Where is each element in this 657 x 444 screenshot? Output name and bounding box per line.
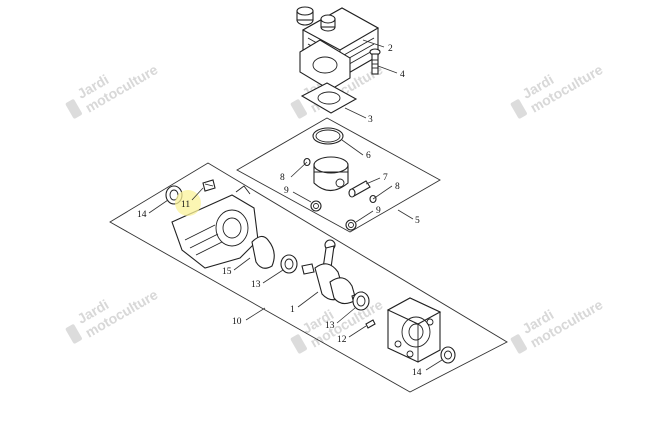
watermark-logo: Jardi motoculture bbox=[510, 61, 606, 119]
piston-pin[interactable] bbox=[348, 180, 371, 198]
callout-8-right[interactable]: 8 bbox=[395, 182, 400, 192]
piston-group-frame bbox=[236, 117, 441, 233]
piston[interactable] bbox=[313, 156, 349, 192]
callout-5[interactable]: 5 bbox=[415, 216, 420, 226]
needle-bearing-left[interactable] bbox=[310, 200, 322, 212]
bearing-right[interactable] bbox=[352, 291, 370, 311]
crankshaft[interactable] bbox=[301, 239, 365, 305]
callouts: 2 4 3 6 7 8 8 9 9 5 14 11 15 13 1 10 13 … bbox=[137, 44, 422, 378]
cylinder[interactable] bbox=[296, 6, 380, 91]
oil-seal-right[interactable] bbox=[440, 346, 456, 364]
callout-3[interactable]: 3 bbox=[368, 115, 373, 125]
crankcase-gasket[interactable] bbox=[251, 235, 275, 269]
callout-11[interactable]: 11 bbox=[181, 200, 190, 210]
callout-14-right[interactable]: 14 bbox=[412, 368, 422, 378]
crankcase-group-frame bbox=[109, 162, 508, 393]
bearing-left[interactable] bbox=[280, 254, 298, 274]
callout-8-left[interactable]: 8 bbox=[280, 173, 285, 183]
cylinder-bolt[interactable] bbox=[369, 48, 381, 75]
cylinder-gasket[interactable] bbox=[300, 82, 358, 114]
crankcase-bolt[interactable] bbox=[202, 179, 216, 192]
callout-10[interactable]: 10 bbox=[232, 317, 242, 327]
leader-lines bbox=[148, 39, 443, 371]
crankcase-right[interactable] bbox=[386, 297, 442, 363]
watermark-logo: Jardi motoculture bbox=[65, 61, 161, 119]
callout-2[interactable]: 2 bbox=[388, 44, 393, 54]
callout-highlight bbox=[175, 190, 201, 216]
callout-12[interactable]: 12 bbox=[337, 335, 347, 345]
callout-14-left[interactable]: 14 bbox=[137, 210, 147, 220]
callout-15[interactable]: 15 bbox=[222, 267, 232, 277]
callout-13-right[interactable]: 13 bbox=[325, 321, 335, 331]
piston-ring[interactable] bbox=[312, 127, 344, 145]
callout-9-left[interactable]: 9 bbox=[284, 186, 289, 196]
callout-7[interactable]: 7 bbox=[383, 173, 388, 183]
callout-1[interactable]: 1 bbox=[290, 305, 295, 315]
callout-6[interactable]: 6 bbox=[366, 151, 371, 161]
callout-13-left[interactable]: 13 bbox=[251, 280, 261, 290]
needle-bearing-right[interactable] bbox=[345, 219, 357, 231]
watermark-logo: Jardi motoculture bbox=[510, 296, 606, 354]
dowel-pin[interactable] bbox=[365, 319, 376, 329]
watermark-logo: Jardi motoculture bbox=[65, 286, 161, 344]
callout-4[interactable]: 4 bbox=[400, 70, 405, 80]
callout-9-right[interactable]: 9 bbox=[376, 206, 381, 216]
